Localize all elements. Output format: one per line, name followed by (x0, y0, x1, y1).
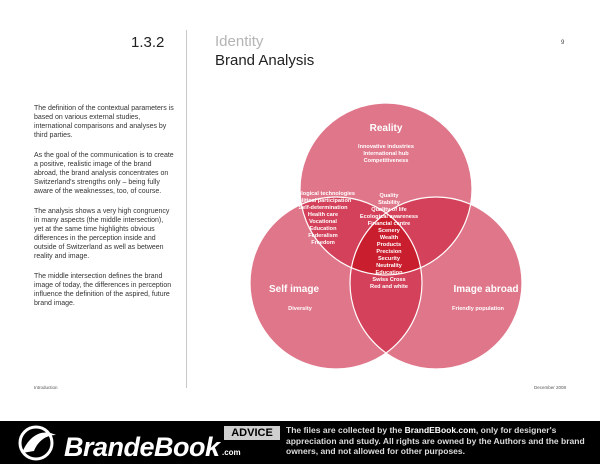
center-item: Stability (378, 200, 401, 206)
body-paragraph: The middle intersection defines the bran… (34, 273, 172, 307)
overlap-item: Vocational (309, 219, 337, 225)
footer-section-label: Introduction (34, 385, 58, 390)
self-image-label: Self image (269, 284, 319, 295)
overlap-item: Education (309, 226, 337, 232)
center-item: Financial centre (368, 221, 411, 227)
brand-suffix: .com (222, 448, 241, 457)
center-item: Education (375, 270, 403, 276)
copyright-notice: The files are collected by the BrandEBoo… (286, 425, 598, 457)
brandebook-banner: BrandeBook .com ADVICE The files are col… (0, 421, 600, 464)
overlap-item: Freedom (311, 240, 335, 246)
overlap-item: Federalism (308, 233, 338, 239)
page-number: 9 (561, 40, 565, 46)
overlap-center (350, 197, 422, 275)
center-item: Quality (380, 193, 400, 199)
brandebook-logo-icon (18, 425, 56, 461)
center-item: Neutrality (376, 263, 403, 269)
notice-pre: The files are collected by the (286, 425, 405, 435)
image-abroad-item: Friendly population (452, 306, 504, 312)
overlap-item: Self-determination (298, 205, 348, 211)
advice-badge: ADVICE (224, 426, 280, 440)
overlap-item: Political participation (295, 198, 352, 204)
reality-item: International hub (363, 151, 409, 157)
venn-diagram: Reality Innovative industries Internatio… (249, 102, 523, 370)
body-paragraph: The analysis shows a very high congruenc… (34, 208, 170, 260)
vertical-divider (186, 30, 187, 388)
body-text: The definition of the contextual paramet… (34, 104, 174, 319)
reality-items: Innovative industries International hub … (358, 144, 414, 164)
self-image-item: Diversity (288, 306, 313, 312)
center-item: Red and white (370, 284, 408, 290)
circle-outlines (249, 102, 523, 370)
notice-site: BrandEBook.com (404, 425, 476, 435)
center-overlap-items: Quality Stability Quality of life Ecolog… (360, 193, 418, 290)
image-abroad-label: Image abroad (453, 284, 518, 295)
center-item: Precision (376, 249, 402, 255)
center-item: Scenery (378, 228, 401, 234)
reality-item: Competitiveness (364, 158, 409, 164)
center-item: Wealth (380, 235, 399, 241)
section-number: 1.3.2 (131, 34, 165, 51)
overlap-item: Health care (308, 212, 338, 218)
center-item: Swiss Cross (372, 277, 405, 283)
footer-date: December 2008 (534, 385, 567, 390)
body-paragraph: As the goal of the communication is to c… (34, 152, 174, 195)
overlap-item: Ecological technologies (291, 191, 355, 197)
section-name: Identity (215, 33, 264, 50)
reality-item: Innovative industries (358, 144, 414, 150)
center-item: Ecological awareness (360, 214, 418, 220)
brand-name: BrandeBook (64, 432, 220, 462)
body-paragraph: The definition of the contextual paramet… (34, 105, 174, 139)
notice-post: , only for designer's appreciation and s… (286, 425, 585, 456)
center-item: Products (377, 242, 401, 248)
center-item: Quality of life (371, 207, 406, 213)
page-title: Brand Analysis (215, 52, 315, 69)
reality-label: Reality (370, 123, 403, 134)
center-item: Security (378, 256, 401, 262)
reality-self-overlap-items: Ecological technologies Political partic… (291, 191, 355, 246)
